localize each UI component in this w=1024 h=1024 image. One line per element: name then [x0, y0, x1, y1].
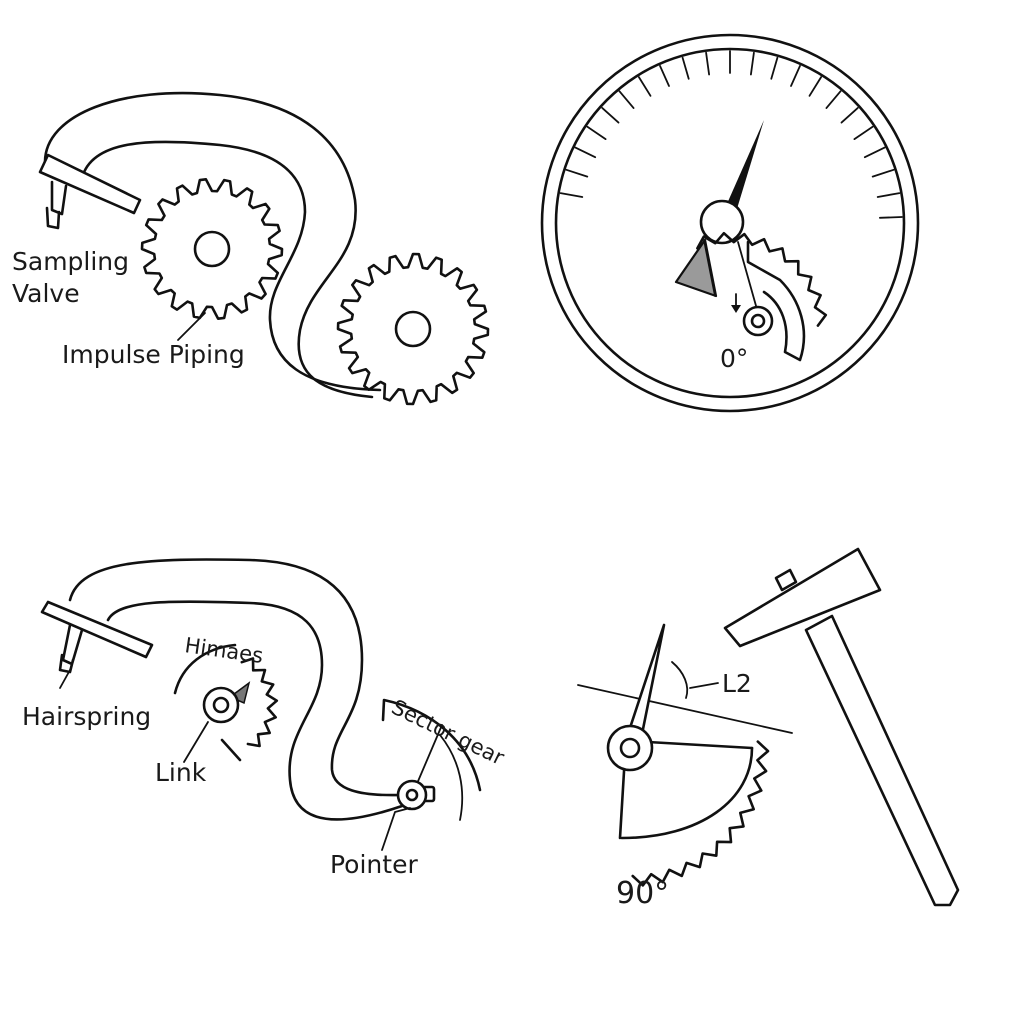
- label-l2: L2: [722, 669, 752, 698]
- pinion-center: [405, 788, 419, 802]
- bourdon-tube-inner: [80, 140, 382, 392]
- pinion-center: [212, 696, 230, 714]
- gauge-tick: [601, 107, 620, 124]
- leader-line: [59, 669, 71, 689]
- panel-bourdon-gears: Sampling Valve Impulse Piping: [12, 91, 490, 406]
- bourdon-tube-outer: [43, 91, 374, 399]
- angle-arc: [671, 661, 689, 699]
- gauge-tick: [565, 168, 589, 178]
- sector-arc: [620, 746, 754, 840]
- gauge-tick: [659, 65, 670, 87]
- label-ninety-degree: 90°: [616, 876, 669, 911]
- gear-icon: [140, 178, 284, 321]
- bourdon-tube-outer: [68, 558, 402, 797]
- gauge-tick: [770, 56, 779, 80]
- pinion-icon: [396, 779, 428, 811]
- sector-gear-arc-inner: [439, 734, 464, 821]
- sector-gear-icon: [240, 657, 279, 748]
- gauge-tick: [559, 192, 584, 198]
- pinion-center: [619, 737, 641, 759]
- label-link: Link: [155, 758, 207, 787]
- leader-line: [381, 807, 411, 851]
- hammer-cap: [774, 568, 798, 592]
- gauge-needle: [726, 120, 764, 212]
- gauge-tick: [681, 56, 690, 80]
- gauge-tick: [871, 168, 895, 178]
- gear-hub: [394, 310, 432, 348]
- reference-line: [577, 684, 793, 734]
- sampling-valve-body: [38, 153, 142, 215]
- leader-line: [177, 312, 206, 341]
- sampling-valve-body: [40, 600, 154, 659]
- link-line: [703, 239, 716, 297]
- panel-hammer: L2 90°: [577, 547, 960, 911]
- pinion-icon: [742, 305, 774, 337]
- gauge-tick: [876, 192, 901, 198]
- label-valve: Valve: [12, 279, 80, 308]
- gauge-tick: [790, 65, 801, 87]
- leader-line: [689, 682, 719, 689]
- gear-icon: [336, 252, 490, 406]
- arrow-head: [731, 305, 741, 313]
- gauge-tick: [840, 107, 859, 124]
- label-pointer: Pointer: [330, 850, 418, 879]
- label-sampling: Sampling: [12, 247, 129, 276]
- panel-hairspring: Hairspring Himaes Link Sector gear Point…: [22, 558, 508, 879]
- gauge-tick: [863, 146, 886, 159]
- pinion-icon: [202, 686, 240, 724]
- hammer-head: [723, 547, 882, 648]
- sector-gear-icon: [631, 740, 770, 887]
- label-impulse-piping: Impulse Piping: [62, 340, 245, 369]
- hammer-icon: [723, 547, 960, 907]
- sector-arm: [746, 240, 806, 362]
- sampling-valve-stem: [58, 623, 84, 674]
- sector-gear-icon: [696, 231, 828, 327]
- bourdon-tube-inner: [106, 600, 404, 821]
- label-zero-degree: 0°: [720, 344, 748, 373]
- hairspring-arc: [173, 643, 237, 695]
- sector-edge: [220, 738, 242, 762]
- gauge-tick: [853, 125, 874, 141]
- gauge-tick: [808, 76, 822, 97]
- hammer-handle: [804, 614, 960, 907]
- label-sector-gear: Sector gear: [388, 695, 508, 770]
- pinion-center: [750, 313, 766, 329]
- gauge-dial-icon: [540, 33, 920, 413]
- gauge-hub: [699, 199, 745, 245]
- gauge-tick: [618, 90, 635, 109]
- label-himaes: Himaes: [183, 633, 264, 668]
- pinion-icon: [606, 724, 654, 772]
- sampling-valve-stem: [45, 180, 68, 230]
- gauge-tick: [750, 51, 755, 76]
- gauge-tick: [586, 125, 607, 141]
- gauge-tick: [879, 216, 903, 219]
- gauge-tick: [705, 51, 710, 76]
- gauge-inner-ring: [554, 47, 906, 399]
- gauge-tick: [638, 76, 652, 97]
- gauge-tick: [825, 90, 842, 109]
- gauge-tick: [574, 146, 597, 159]
- label-hairspring: Hairspring: [22, 702, 151, 731]
- gauge-ticks: [559, 50, 903, 219]
- panel-gauge: 0°: [540, 33, 920, 413]
- gear-hub: [193, 230, 231, 268]
- leader-line: [183, 721, 209, 763]
